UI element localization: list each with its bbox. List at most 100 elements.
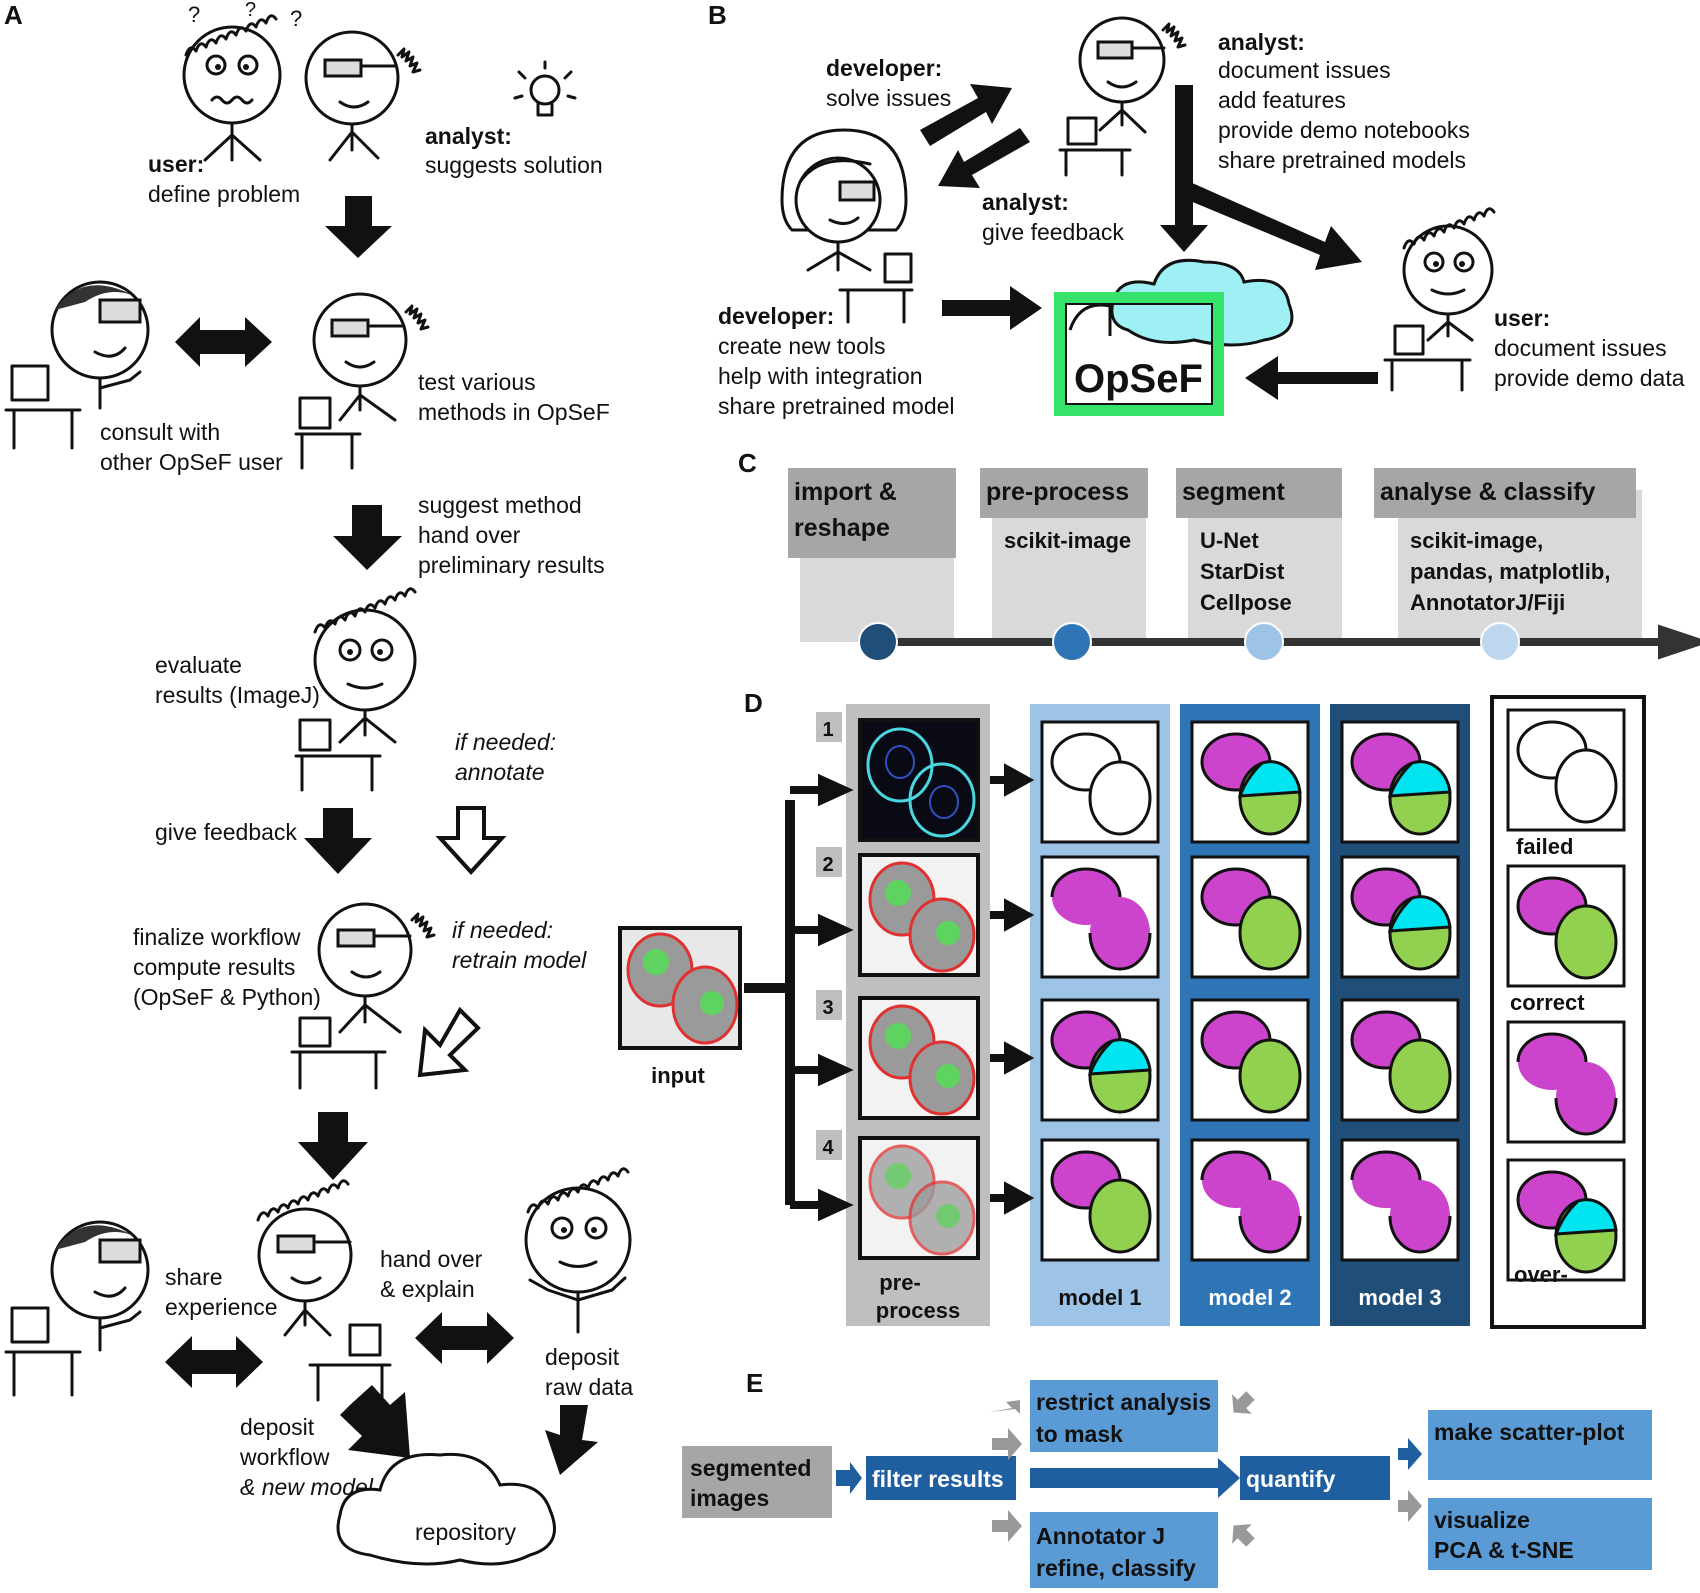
e-gray-arrow [992,1510,1022,1542]
model-input-arrow [990,763,1035,797]
a-analyst-text: suggests solution [425,152,603,178]
cell-segment-cyan [1237,760,1302,798]
e-gray-arrow [992,1428,1022,1460]
stage-title-2: reshape [794,514,890,542]
merged-outline [1388,1215,1452,1254]
b-user-line: document issues [1494,335,1667,361]
pipeline-stages: import &reshapepre-processscikit-imagese… [788,468,1642,642]
a-rawdata-2: raw data [545,1374,633,1400]
cell-segment-green [1554,904,1618,980]
svg-text:?: ? [245,0,256,21]
b-analyst-lines: document issues add features provide dem… [1218,57,1470,173]
stage-title: pre-process [986,478,1129,506]
nucleus-shape [643,949,669,975]
user-figure-b [1383,207,1496,392]
nucleus-shape [885,1163,911,1189]
other-user-figure [4,280,150,450]
nucleus-shape [936,1064,960,1088]
arrow-analyst-to-user [1183,182,1362,270]
stage-title: import & [794,478,897,506]
arrow-down-4 [298,1112,368,1180]
nucleus-shape [885,880,911,906]
merged-shape [1390,1180,1450,1252]
cell-segment-cyan [1387,895,1452,933]
nucleus-shape [885,1023,911,1049]
a-finalize-2: compute results [133,954,295,980]
analyst-figure-top [304,30,422,162]
b-feedback-text: give feedback [982,219,1124,245]
nucleus-outline [929,785,959,819]
a-evaluate-1: evaluate [155,652,242,678]
row-number: 2 [822,854,833,876]
developer-figure-b [780,128,914,324]
b-logo-text: OpSeF [1074,357,1203,401]
repository-cloud [336,1452,556,1566]
nucleus-shape [936,1204,960,1228]
a-suggest-3: preliminary results [418,552,605,578]
timeline-dot [858,622,898,662]
a-workflow-2: workflow [239,1444,330,1470]
stage-tool: scikit-image [1004,528,1131,553]
a-feedback: give feedback [155,819,297,845]
double-arrow-consult [175,317,272,367]
row-number: 3 [822,997,833,1019]
stage-header [1374,468,1636,518]
e-annotator-1: Annotator J [1036,1523,1165,1549]
timeline-dots [858,622,1520,662]
cell-segment-cyan [1087,1038,1152,1076]
arrow-down-1 [325,196,392,258]
failed-shape [1088,760,1152,836]
cell-segment-green [1088,1178,1152,1254]
input-label: input [651,1063,705,1088]
branch-arrow [790,1053,854,1087]
e-arrow-scatter [1398,1438,1422,1470]
e-gray-arrow [1232,1391,1255,1414]
cell-outline [908,762,976,838]
b-analyst-line: share pretrained models [1218,147,1466,173]
a-finalize-3: (OpSeF & Python) [133,984,321,1010]
a-workflow-1: deposit [240,1414,315,1440]
stage-tool: AnnotatorJ/Fiji [1410,590,1565,615]
model-input-arrow [990,1181,1035,1215]
stage-tool: pandas, matplotlib, [1410,559,1610,584]
panel-label-d: D [744,688,763,718]
analyst-figure-finalize [290,902,436,1090]
branch-arrow [790,1188,854,1222]
merged-outline [1554,1097,1618,1136]
a-rawdata-1: deposit [545,1344,620,1370]
arrow-user-to-opsef [1245,356,1378,400]
a-annotate-2: annotate [455,759,545,785]
b-dev2-line: create new tools [718,333,885,359]
arrow-dev-to-analyst [920,84,1012,146]
restrict-analysis-box [1030,1380,1218,1452]
failed-shape [1554,748,1618,824]
a-user-text: define problem [148,181,300,207]
e-restrict-2: to mask [1036,1421,1123,1447]
b-analyst-title: analyst: [1218,29,1305,55]
filter-results-box [866,1456,1016,1500]
e-gray-arrow [990,1400,1020,1414]
stage-tool: Cellpose [1200,590,1292,615]
lightbulb-icon [513,60,577,117]
a-suggest-2: hand over [418,522,521,548]
b-user-lines: document issues provide demo data [1494,335,1685,391]
row-number-box [816,990,842,1020]
panel-label-a: A [4,0,23,30]
e-segmented-2: images [690,1485,769,1511]
user-figure-evaluate [294,587,417,792]
merged-shape [1090,897,1150,969]
b-dev2-lines: create new tools help with integration s… [718,333,955,419]
b-user-line: provide demo data [1494,365,1685,391]
e-segmented-1: segmented [690,1455,811,1481]
arrow-diagonal-hollow [417,1006,481,1078]
double-arrow-handover [415,1312,514,1364]
stage-header [788,468,956,558]
svg-text:?: ? [290,6,302,31]
annotatorj-box [1030,1512,1218,1588]
a-user-title: user: [148,151,204,177]
a-suggest-1: suggest method [418,492,582,518]
row-number-box [816,712,842,742]
merged-outline [1088,932,1152,971]
opsef-logo: OpSeF [1054,258,1294,416]
